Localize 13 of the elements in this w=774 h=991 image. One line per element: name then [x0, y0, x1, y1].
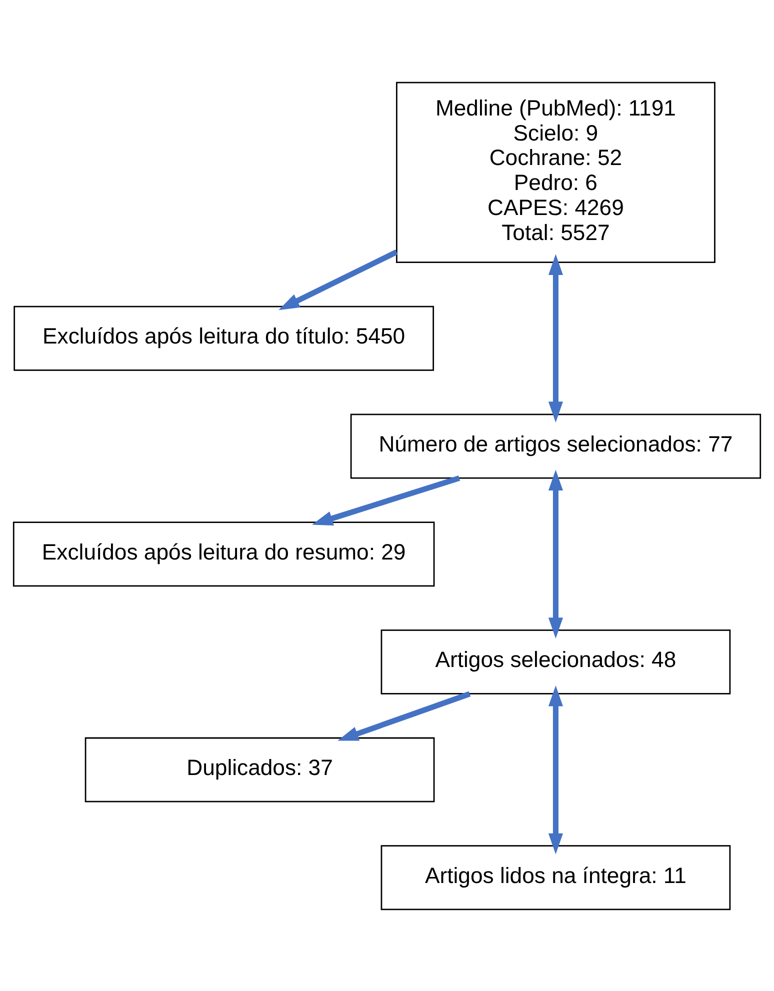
arrow: [548, 684, 563, 854]
arrow: [338, 690, 471, 740]
arrow: [312, 475, 460, 525]
arrow: [548, 254, 563, 422]
node-box: Duplicados: 37: [84, 736, 435, 802]
node-box: Medline (PubMed): 1191 Scielo: 9 Cochrane: 52 Pedro: 6 CAPES: 4269 Total: 5527: [396, 81, 716, 262]
node-box: Excluídos após leitura do resumo: 29: [12, 521, 435, 586]
node-box: Número de artigos selecionados: 77: [350, 413, 762, 478]
arrow: [278, 249, 398, 310]
node-box: Artigos lidos na íntegra: 11: [380, 844, 731, 910]
node-box: Artigos selecionados: 48: [380, 628, 731, 694]
arrow: [548, 469, 563, 638]
node-box: Excluídos após leitura do título: 5450: [14, 305, 434, 370]
